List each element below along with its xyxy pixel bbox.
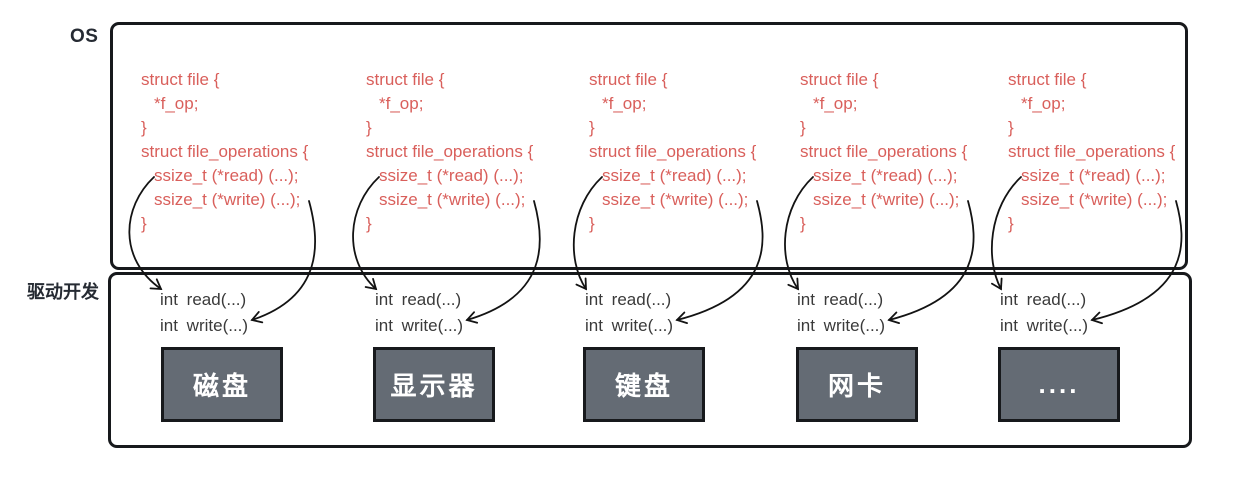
driver-write-fn: int write(...) [160,316,249,335]
code-line: *f_op; [1021,94,1066,113]
code-line: } [800,214,806,233]
code-line: struct file_operations { [800,142,968,161]
code-line: struct file_operations { [1008,142,1176,161]
code-line: struct file { [141,70,220,89]
code-line: ssize_t (*read) (...); [813,166,958,185]
code-column: struct file { *f_op; } struct file_opera… [141,68,351,236]
driver-functions: int read(...) int write(...) [375,287,463,339]
code-column: struct file { *f_op; } struct file_opera… [366,68,576,236]
code-line: *f_op; [813,94,858,113]
code-line: struct file { [366,70,445,89]
device-label: 网卡 [827,371,886,401]
code-line: } [589,118,595,137]
code-line: } [366,214,372,233]
driver-write-fn: int write(...) [797,316,886,335]
driver-write-fn: int write(...) [585,316,674,335]
code-column: struct file { *f_op; } struct file_opera… [1008,68,1218,236]
code-line: ssize_t (*write) (...); [813,190,960,209]
code-line: ssize_t (*write) (...); [602,190,749,209]
driver-functions: int read(...) int write(...) [585,287,673,339]
device-label: .... [1038,369,1080,399]
driver-write-fn: int write(...) [1000,316,1089,335]
driver-read-fn: int read(...) [585,290,672,309]
code-line: } [1008,118,1014,137]
code-line: } [589,214,595,233]
code-line: } [1008,214,1014,233]
driver-read-fn: int read(...) [375,290,462,309]
code-line: ssize_t (*read) (...); [154,166,299,185]
device-box-disk: 磁盘 [161,347,283,422]
code-line: ssize_t (*read) (...); [602,166,747,185]
code-line: struct file { [589,70,668,89]
code-line: ssize_t (*write) (...); [154,190,301,209]
code-line: } [141,214,147,233]
code-line: struct file_operations { [366,142,534,161]
code-column: struct file { *f_op; } struct file_opera… [589,68,799,236]
device-box-keyboard: 键盘 [583,347,705,422]
driver-functions: int read(...) int write(...) [160,287,248,339]
device-box-display: 显示器 [373,347,495,422]
code-line: *f_op; [602,94,647,113]
code-line: ssize_t (*read) (...); [379,166,524,185]
device-label: 键盘 [614,371,673,401]
driver-label: 驱动开发 [27,282,99,302]
code-line: *f_op; [154,94,199,113]
os-label: OS [70,26,99,47]
driver-read-fn: int read(...) [160,290,247,309]
code-line: } [141,118,147,137]
driver-functions: int read(...) int write(...) [797,287,885,339]
code-line: *f_op; [379,94,424,113]
code-line: struct file { [800,70,879,89]
driver-read-fn: int read(...) [797,290,884,309]
code-column: struct file { *f_op; } struct file_opera… [800,68,1010,236]
device-box-nic: 网卡 [796,347,918,422]
code-line: ssize_t (*write) (...); [1021,190,1168,209]
code-line: } [800,118,806,137]
code-line: struct file { [1008,70,1087,89]
code-line: ssize_t (*read) (...); [1021,166,1166,185]
driver-read-fn: int read(...) [1000,290,1087,309]
device-box-etc: .... [998,347,1120,422]
code-line: ssize_t (*write) (...); [379,190,526,209]
code-line: struct file_operations { [141,142,309,161]
driver-write-fn: int write(...) [375,316,464,335]
device-label: 磁盘 [192,371,251,401]
code-line: struct file_operations { [589,142,757,161]
code-line: } [366,118,372,137]
device-label: 显示器 [390,371,478,401]
driver-functions: int read(...) int write(...) [1000,287,1088,339]
